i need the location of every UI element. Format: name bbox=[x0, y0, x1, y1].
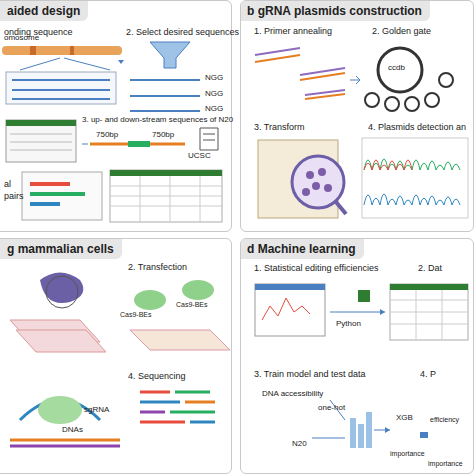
step-label: UCSC bbox=[188, 152, 211, 161]
step-label: Python bbox=[336, 320, 361, 329]
step-label: Cas9-BEs bbox=[120, 311, 152, 319]
step-label: 2. Dat bbox=[418, 264, 442, 274]
step-label: pairs bbox=[4, 192, 24, 202]
step-label: 2. Select desired sequences bbox=[126, 28, 239, 38]
step-label: NGG bbox=[205, 74, 223, 83]
step-label: efficiency bbox=[430, 416, 459, 424]
step-label: Cas9-BEs bbox=[176, 301, 208, 309]
step-label: 3. Train model and test data bbox=[254, 370, 366, 380]
step-label: 750bp bbox=[152, 131, 174, 140]
step-label: importance bbox=[390, 450, 425, 458]
panel-heading: d Machine learning bbox=[241, 239, 364, 259]
step-label: omosome bbox=[4, 34, 39, 43]
step-label: 1. Statistical editing efficiencies bbox=[254, 264, 378, 274]
step-label: DNAs bbox=[62, 426, 83, 435]
step-label: NGG bbox=[205, 90, 223, 99]
step-label: 750bp bbox=[96, 131, 118, 140]
step-label: one-hot bbox=[318, 404, 345, 413]
step-label: sgRNA bbox=[84, 406, 109, 415]
step-label: N20 bbox=[292, 440, 307, 449]
step-label: 2. Transfection bbox=[128, 263, 187, 273]
step-label: XGB bbox=[396, 414, 413, 423]
step-label: 3. up- and down-stream sequences of N20 bbox=[82, 116, 233, 125]
step-label: 4. Plasmids detection an bbox=[368, 123, 466, 133]
panel-heading: b gRNA plasmids construction bbox=[241, 1, 430, 21]
step-label: 4. P bbox=[420, 370, 436, 380]
step-label: al bbox=[4, 180, 11, 190]
step-label: importance bbox=[428, 460, 463, 468]
panel-box: d Machine learning bbox=[240, 238, 474, 474]
step-label: 4. Sequencing bbox=[128, 372, 186, 382]
step-label: ccdb bbox=[388, 64, 405, 73]
step-label: 1. Primer annealing bbox=[254, 27, 332, 37]
step-label: 3. Transform bbox=[254, 123, 305, 133]
panel-heading: g mammalian cells bbox=[0, 239, 122, 259]
panel-box: g mammalian cells bbox=[0, 238, 232, 474]
step-label: DNA accessibility bbox=[262, 390, 323, 399]
panel-heading: aided design bbox=[0, 1, 88, 21]
step-label: 2. Golden gate bbox=[372, 27, 431, 37]
step-label: NGG bbox=[205, 105, 223, 114]
